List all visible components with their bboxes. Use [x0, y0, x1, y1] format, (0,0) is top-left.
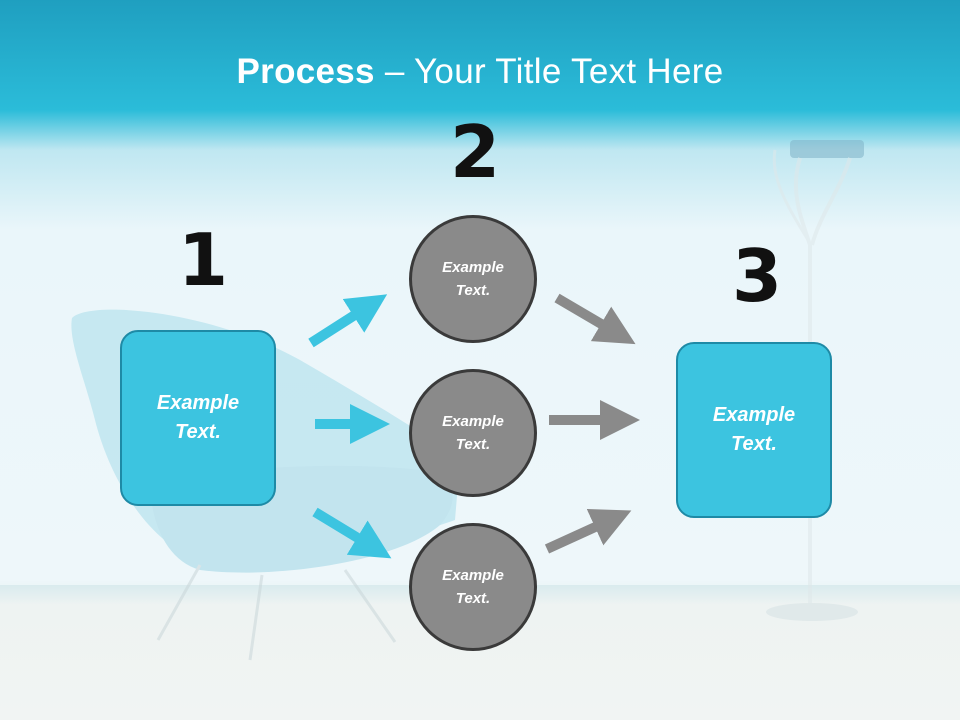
arrow-right-icon	[544, 508, 632, 554]
arrow-right-icon	[308, 294, 388, 348]
start-box-label: Example Text.	[156, 392, 240, 443]
end-box-label: Example Text.	[712, 404, 796, 455]
arrow-right-icon	[554, 293, 636, 345]
circle-bottom-label: Example Text.	[442, 567, 504, 607]
title-bold: Process	[236, 52, 375, 91]
step-number-3: 3	[732, 234, 783, 318]
end-box: Example Text.	[676, 342, 832, 518]
slide-title: Process – Your Title Text Here	[0, 52, 960, 92]
circle-top-label: Example Text.	[442, 259, 504, 299]
circle-bottom: Example Text.	[409, 523, 537, 651]
arrow-right-icon	[312, 507, 392, 559]
circle-top: Example Text.	[409, 215, 537, 343]
step-number-2: 2	[450, 110, 501, 194]
step-number-1: 1	[178, 218, 229, 302]
start-box: Example Text.	[120, 330, 276, 506]
circle-middle: Example Text.	[409, 369, 537, 497]
circle-middle-label: Example Text.	[442, 413, 504, 453]
title-rest: – Your Title Text Here	[374, 52, 724, 91]
